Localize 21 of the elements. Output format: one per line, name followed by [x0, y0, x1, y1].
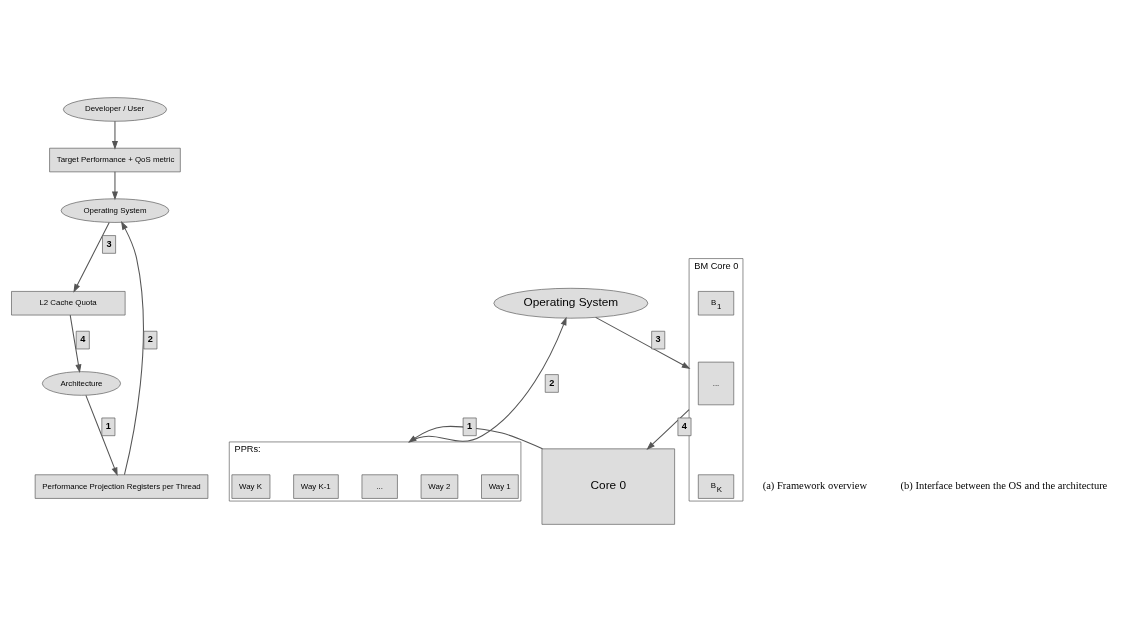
label: (a) Framework overview: [762, 480, 868, 492]
arrow: [646, 409, 690, 450]
arrow: [121, 221, 144, 476]
arrow: [408, 316, 567, 443]
arrow: [111, 120, 118, 150]
edge-label: 4: [80, 334, 86, 345]
label: (b) Interface between the OS and the architecture: [900, 480, 1108, 492]
edge-label: 3: [106, 238, 112, 249]
node-box: Core 0: [541, 448, 675, 525]
arrow: [111, 171, 118, 201]
arrow: [407, 425, 543, 450]
arrow: [73, 221, 110, 293]
edge-label: 4: [681, 420, 687, 431]
edge-label: 1: [467, 420, 473, 431]
edge-label: 1: [105, 420, 111, 431]
arrow: [595, 316, 691, 369]
edge-label: 2: [147, 334, 153, 345]
edge-label: 2: [549, 377, 555, 388]
edge-label: 3: [655, 334, 661, 345]
node-ellipse: Operating System: [493, 287, 649, 319]
arrow: [69, 314, 82, 374]
